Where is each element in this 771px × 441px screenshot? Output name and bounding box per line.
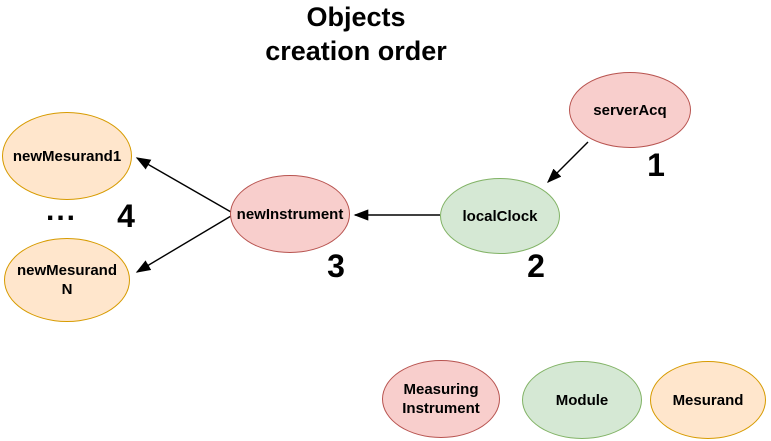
arrow-newinstrument-to-newmesurandn (135, 215, 232, 273)
node-newmesurandn-label: newMesurand N (16, 262, 118, 298)
node-newmesurandn: newMesurand N (4, 238, 130, 322)
legend-mesurand: Mesurand (650, 361, 766, 439)
order-number-2: 2 (527, 248, 545, 284)
legend-module: Module (522, 361, 642, 439)
node-localclock-label: localClock (462, 207, 538, 225)
order-number-3: 3 (327, 248, 345, 284)
node-newmesurand1: newMesurand1 (2, 112, 132, 200)
node-serveracq-label: serverAcq (593, 101, 667, 119)
node-newmesurand1-label: newMesurand1 (12, 147, 122, 165)
legend-measuring-instrument-label: Measuring Instrument (402, 381, 480, 417)
legend-module-label: Module (555, 391, 609, 409)
mesurand-ellipsis: ... (46, 194, 78, 227)
legend-mesurand-label: Mesurand (672, 391, 744, 409)
legend-measuring-instrument: Measuring Instrument (382, 360, 500, 438)
order-number-4: 4 (117, 198, 135, 234)
arrow-newinstrument-to-newmesurand1 (135, 157, 232, 213)
node-localclock: localClock (440, 178, 560, 254)
diagram-title: Objects creation order (265, 2, 447, 66)
node-serveracq: serverAcq (569, 72, 691, 148)
order-number-1: 1 (647, 147, 665, 183)
node-newinstrument: newInstrument (230, 175, 350, 253)
arrow-serveracq-to-localclock (547, 141, 589, 183)
node-newinstrument-label: newInstrument (236, 205, 344, 223)
